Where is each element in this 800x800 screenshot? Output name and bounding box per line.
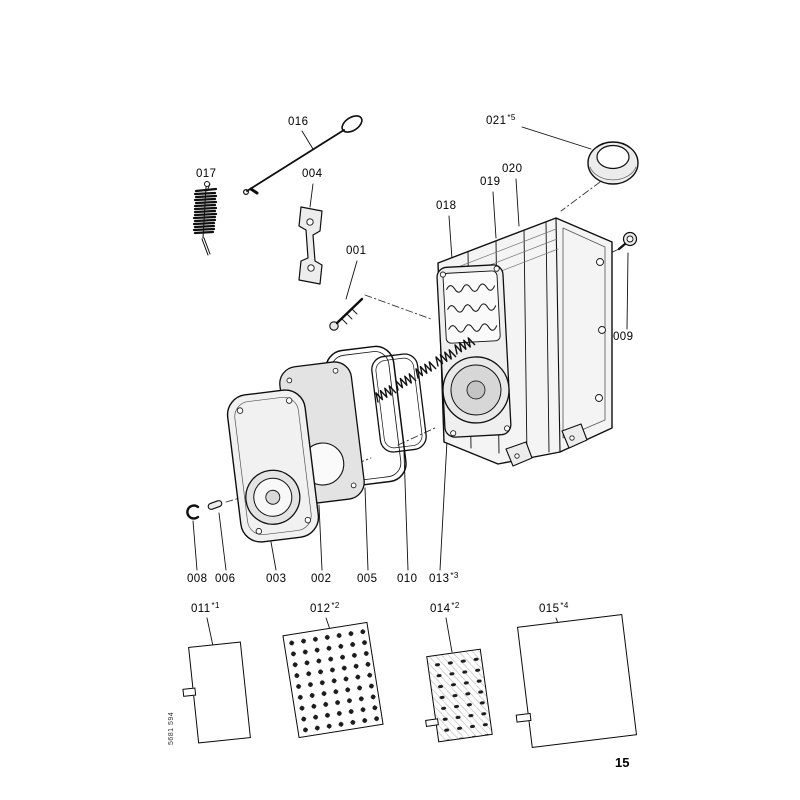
turbulator-springs-part (375, 337, 476, 403)
part-label-002-text: 002 (311, 573, 332, 585)
handle-rod-part (243, 115, 363, 196)
part-label-002: 002 (311, 573, 332, 586)
screw-part (329, 297, 364, 331)
part-label-012: 012*2 (310, 601, 340, 616)
part-label-013: 013*3 (429, 571, 459, 586)
part-label-021-sup: *5 (507, 113, 516, 122)
sealing-ring-part (587, 141, 639, 185)
cleaning-brush-part (192, 181, 218, 256)
part-label-001-text: 001 (346, 245, 367, 257)
plug-part (617, 231, 638, 251)
part-label-010-text: 010 (397, 573, 418, 585)
part-label-015-sup: *4 (560, 601, 569, 610)
part-label-014-sup: *2 (451, 601, 460, 610)
part-label-006-text: 006 (215, 573, 236, 585)
part-label-019: 019 (480, 176, 501, 189)
part-label-009-text: 009 (613, 331, 634, 343)
part-label-019-text: 019 (480, 176, 501, 188)
part-label-018: 018 (436, 200, 457, 213)
document-code: 5681 594 (168, 711, 175, 745)
front-door-part (226, 389, 320, 543)
part-label-012-text: 012 (310, 603, 331, 615)
part-label-013-sup: *3 (450, 571, 459, 580)
part-label-011: 011*1 (191, 601, 220, 616)
part-label-017-text: 017 (196, 168, 217, 180)
part-label-008: 008 (187, 573, 208, 586)
part-label-021: 021*5 (486, 113, 516, 128)
part-label-011-text: 011 (191, 603, 211, 615)
insulation-panel-011 (182, 641, 251, 744)
part-label-011-sup: *1 (211, 601, 220, 610)
part-label-016: 016 (288, 116, 309, 129)
part-label-020: 020 (502, 163, 523, 176)
panel-015-tab (515, 712, 532, 723)
part-label-014: 014*2 (430, 601, 460, 616)
part-label-003-text: 003 (266, 573, 287, 585)
pin-part (207, 500, 223, 510)
page-number: 15 (615, 755, 630, 770)
part-label-005: 005 (357, 573, 378, 586)
front-section-018 (436, 264, 512, 438)
part-label-001: 001 (346, 245, 367, 258)
part-label-015: 015*4 (539, 601, 569, 616)
part-label-018-text: 018 (436, 200, 457, 212)
panel-014-tab (425, 718, 439, 727)
part-label-021-text: 021 (486, 115, 507, 127)
part-label-006: 006 (215, 573, 236, 586)
part-label-013-text: 013 (429, 573, 450, 585)
part-label-010: 010 (397, 573, 418, 586)
insulation-panel-015 (515, 613, 638, 749)
part-label-003: 003 (266, 573, 287, 586)
studded-insulation-panel-012 (282, 621, 384, 739)
part-label-009: 009 (613, 331, 634, 344)
part-label-015-text: 015 (539, 603, 560, 615)
panel-011-tab (182, 687, 197, 697)
mounting-bracket-part (298, 206, 323, 285)
part-label-020-text: 020 (502, 163, 523, 175)
part-label-017: 017 (196, 168, 217, 181)
part-label-004: 004 (302, 168, 323, 181)
part-label-004-text: 004 (302, 168, 323, 180)
part-label-012-sup: *2 (331, 601, 340, 610)
heat-exchanger-block (436, 217, 613, 467)
part-label-008-text: 008 (187, 573, 208, 585)
c-clip-part (186, 504, 200, 520)
part-label-016-text: 016 (288, 116, 309, 128)
part-label-014-text: 014 (430, 603, 451, 615)
part-label-005-text: 005 (357, 573, 378, 585)
